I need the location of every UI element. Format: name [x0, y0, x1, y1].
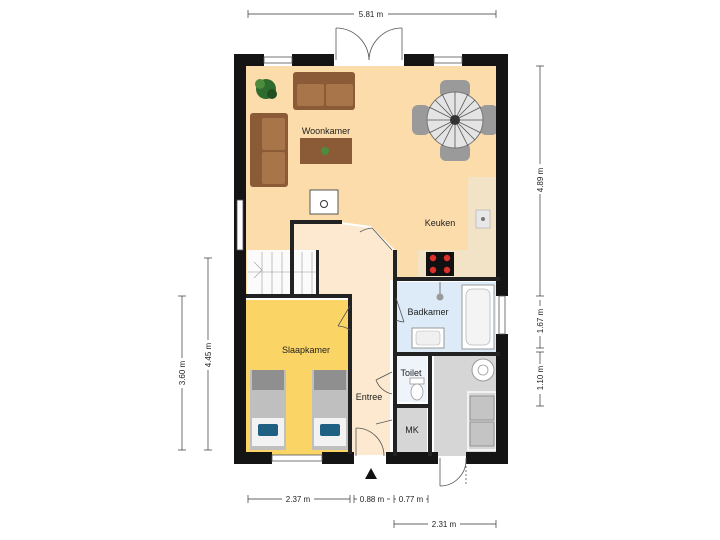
label-entree: Entree — [356, 392, 383, 402]
toilet-fixture — [409, 377, 425, 401]
dim-right-upper: 4.89 m — [536, 167, 545, 192]
sofa-top — [293, 72, 355, 110]
dim-left-inner: 4.45 m — [204, 342, 213, 367]
kitchen-counter — [418, 177, 496, 277]
dim-right-lower: 1.10 m — [536, 365, 545, 390]
dim-bottom-left: 2.37 m — [286, 495, 311, 504]
doors — [335, 27, 467, 487]
cabinet — [309, 189, 339, 215]
sofa-left — [250, 113, 288, 187]
dim-bottom-mid: 0.88 m — [360, 495, 385, 504]
dining-table — [412, 80, 498, 161]
beds — [250, 370, 348, 450]
label-badkamer: Badkamer — [407, 307, 448, 317]
bed-right — [312, 370, 348, 450]
dryer — [469, 421, 495, 447]
entrance-arrow-icon — [365, 468, 377, 479]
bathroom-fixtures — [411, 282, 495, 350]
dimension-labels: 5.81 m 4.89 m 1.67 m 1.10 m 3.60 m 4.45 … — [176, 8, 546, 530]
plant-icon — [255, 79, 277, 99]
dim-bottom-right: 2.31 m — [432, 520, 457, 529]
label-slaapkamer: Slaapkamer — [282, 345, 330, 355]
bed-left — [250, 370, 286, 450]
dim-right-middle: 1.67 m — [536, 308, 545, 333]
washing-machine — [469, 395, 495, 421]
walls — [234, 54, 508, 464]
cooktop — [426, 252, 454, 276]
dim-top-width: 5.81 m — [359, 10, 384, 19]
label-mk: MK — [405, 425, 419, 435]
mk-floor — [397, 408, 427, 456]
label-toilet: Toilet — [400, 368, 422, 378]
storage-fixtures — [467, 358, 497, 451]
label-keuken: Keuken — [425, 218, 456, 228]
windows — [236, 56, 506, 462]
shower-head — [436, 293, 444, 301]
boiler — [471, 358, 495, 382]
dim-bottom-right-small: 0.77 m — [399, 495, 424, 504]
room-labels: Woonkamer Keuken Badkamer Slaapkamer Toi… — [282, 126, 455, 435]
living-furniture — [250, 72, 355, 215]
stairs — [248, 252, 316, 294]
dim-left-outer: 3.60 m — [178, 360, 187, 385]
label-woonkamer: Woonkamer — [302, 126, 350, 136]
